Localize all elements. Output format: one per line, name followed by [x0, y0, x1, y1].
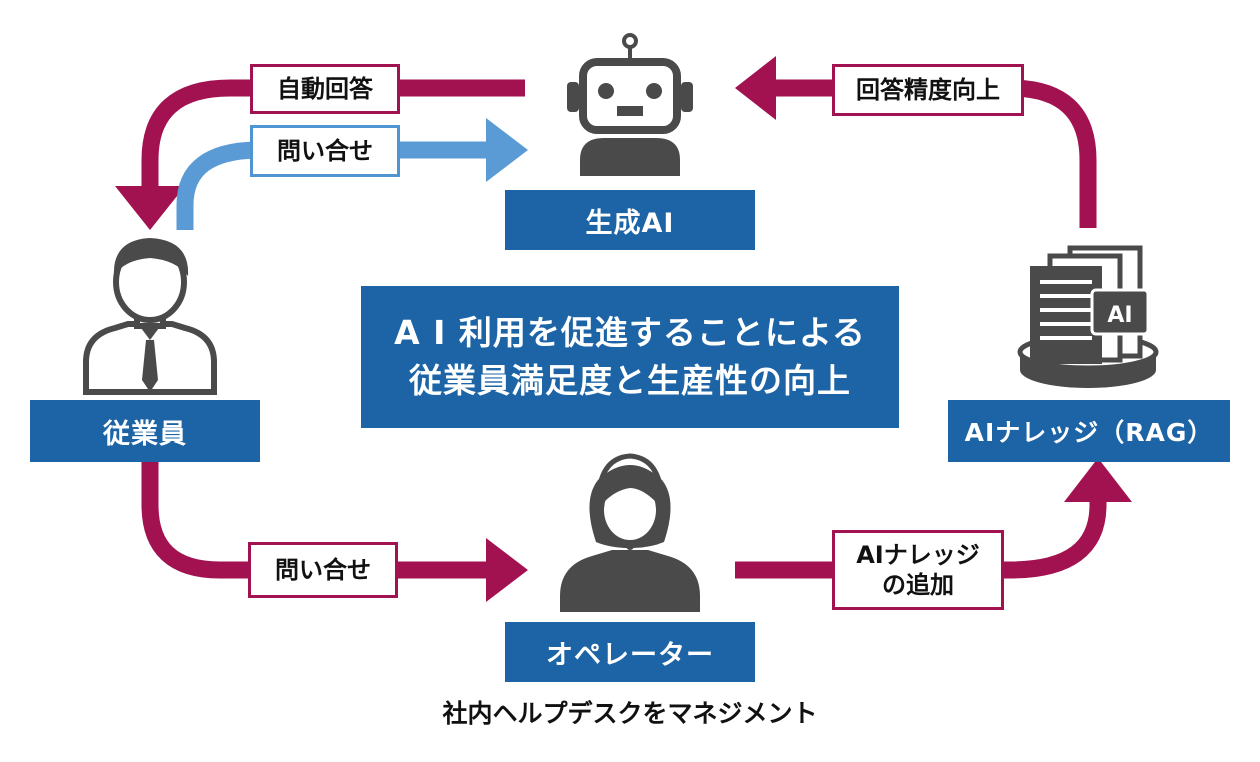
knowledge-node-label: AIナレッジ（RAG） — [948, 400, 1230, 462]
precision-up-label: 回答精度向上 — [832, 64, 1024, 116]
operator-icon — [560, 453, 700, 612]
employee-node-label: 従業員 — [30, 400, 260, 462]
center-message-line1: A I 利用を促進することによる — [394, 313, 866, 353]
knowledge-base-icon: AI — [1017, 245, 1159, 388]
robot-icon — [567, 33, 693, 176]
knowledge-doc-badge: AI — [1107, 303, 1132, 328]
auto-answer-label: 自動回答 — [250, 64, 400, 114]
inquiry-to-operator-label: 問い合せ — [248, 542, 398, 598]
operator-node-label: オペレーター — [505, 622, 755, 682]
ai-node-label: 生成AI — [505, 190, 755, 250]
add-knowledge-label-line1: AIナレッジ — [856, 541, 980, 569]
employee-icon — [83, 238, 217, 395]
center-message: A I 利用を促進することによる 従業員満足度と生産性の向上 — [361, 286, 899, 428]
add-knowledge-arrow — [735, 458, 1132, 579]
diagram-caption: 社内ヘルプデスクをマネジメント — [442, 699, 818, 728]
add-knowledge-label: AIナレッジ の追加 — [832, 530, 1004, 610]
inquiry-to-operator-arrow — [141, 462, 528, 602]
add-knowledge-label-line2: の追加 — [882, 571, 954, 599]
inquiry-to-ai-label: 問い合せ — [250, 125, 400, 177]
center-message-line2: 従業員満足度と生産性の向上 — [409, 361, 851, 400]
auto-answer-arrow — [115, 79, 525, 230]
